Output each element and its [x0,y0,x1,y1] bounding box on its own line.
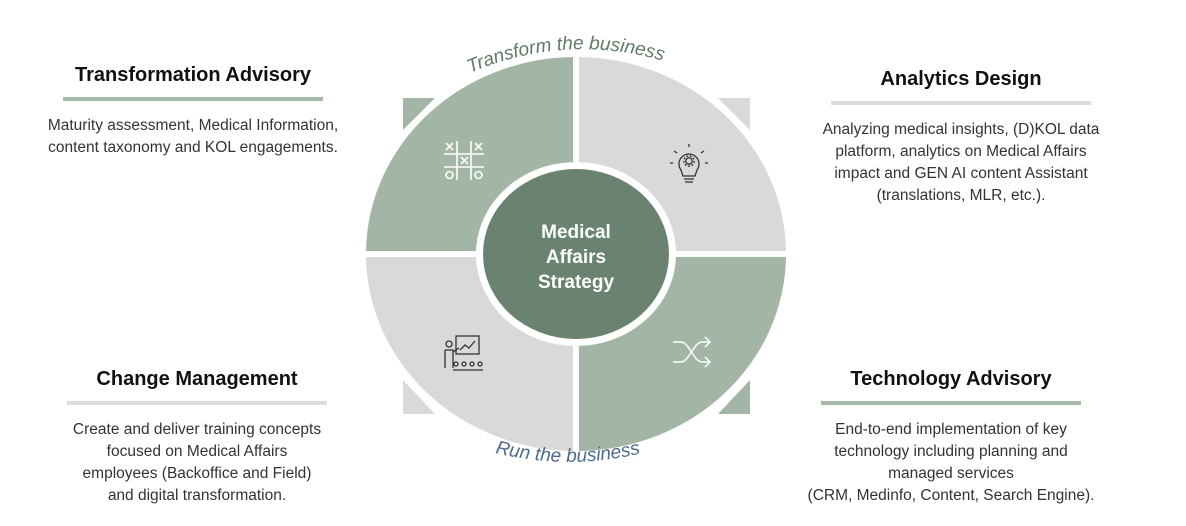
title-underline [831,101,1091,105]
change-management-block: Change Management Create and deliver tra… [52,368,342,507]
presentation-teacher-icon [444,335,483,371]
title-underline [821,401,1081,405]
transformation-advisory-text: Maturity assessment, Medical Information… [47,117,339,156]
transformation-advisory-title: Transformation Advisory [75,64,311,86]
change-management-title: Change Management [96,368,298,390]
arrow-wedge-bottom-left [403,380,435,414]
technology-advisory-title: Technology Advisory [850,368,1052,390]
center-title-line-1: Medical [541,222,611,243]
change-management-text: Create and deliver training concepts foc… [72,421,322,504]
arrow-wedge-bottom-right [718,380,750,414]
analytics-design-block: Analytics Design Analyzing medical insig… [806,68,1116,207]
title-underline [67,401,327,405]
title-underline [63,97,323,101]
arrow-wedge-top-right [718,98,750,130]
center-title-line-2: Affairs [546,247,606,268]
analytics-design-text: Analyzing medical insights, (D)KOL data … [822,121,1100,204]
strategy-cycle-diagram: Medical Affairs Strategy Transform the b… [358,33,794,467]
center-title-line-3: Strategy [538,272,614,293]
technology-advisory-block: Technology Advisory End-to-end implement… [790,368,1112,507]
technology-advisory-text: End-to-end implementation of key technol… [807,421,1095,504]
analytics-design-title: Analytics Design [880,68,1042,90]
transformation-advisory-block: Transformation Advisory Maturity assessm… [28,64,358,159]
shuffle-arrows-icon [673,336,712,368]
center-circle [483,169,669,339]
lightbulb-gear-icon [670,144,708,183]
arrow-wedge-top-left [403,98,435,130]
tic-tac-toe-icon [444,141,484,180]
